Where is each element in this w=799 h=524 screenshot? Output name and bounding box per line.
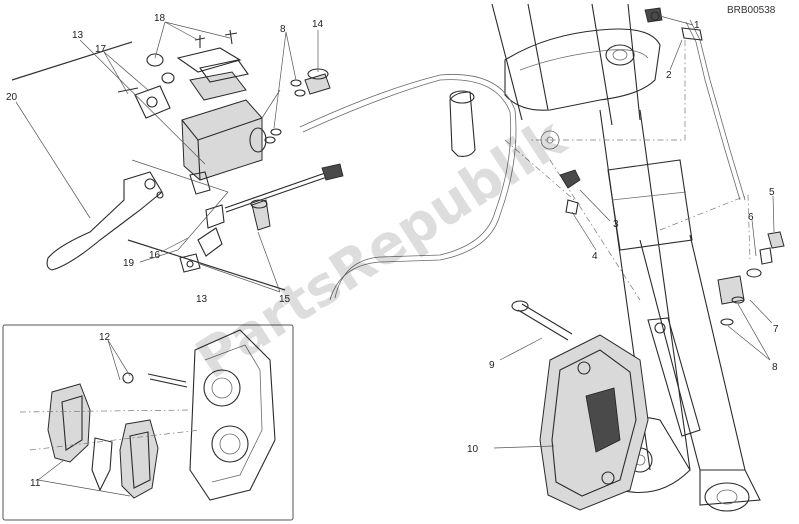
callout-20: 20 bbox=[6, 92, 18, 103]
callout-11: 11 bbox=[30, 478, 41, 489]
callout-12: 12 bbox=[99, 332, 111, 343]
grouping-lines bbox=[11, 39, 286, 291]
brake-hose bbox=[299, 19, 746, 301]
callout-10: 10 bbox=[467, 444, 479, 455]
callout-15: 15 bbox=[279, 294, 291, 305]
callout-9: 9 bbox=[489, 360, 495, 371]
callout-17: 17 bbox=[95, 44, 107, 55]
callout-8-right: 8 bbox=[772, 362, 778, 373]
callout-7: 7 bbox=[773, 324, 779, 335]
callout-5: 5 bbox=[769, 187, 775, 198]
hose-clamp-parts bbox=[559, 7, 703, 215]
callout-3: 3 bbox=[613, 219, 619, 230]
master-cylinder-assembly bbox=[46, 29, 344, 273]
brake-caliper bbox=[511, 300, 649, 511]
brake-pad-inset bbox=[2, 324, 294, 521]
callout-1: 1 bbox=[694, 20, 700, 31]
callout-4: 4 bbox=[592, 251, 598, 262]
callout-16: 16 bbox=[149, 250, 161, 261]
leader-lines bbox=[15, 15, 775, 497]
callout-19: 19 bbox=[123, 258, 135, 269]
callout-13-upper: 13 bbox=[72, 30, 84, 41]
callout-2: 2 bbox=[666, 70, 672, 81]
callout-13-lower: 13 bbox=[196, 294, 208, 305]
diagram-code: BRB00538 bbox=[727, 5, 776, 16]
callout-18: 18 bbox=[154, 13, 166, 24]
callout-6: 6 bbox=[748, 212, 754, 223]
callout-labels: 1 2 3 4 5 6 7 8 8 9 10 11 12 13 13 14 15… bbox=[6, 13, 779, 489]
banjo-bolt-group-right bbox=[717, 231, 785, 326]
callout-8-upper: 8 bbox=[280, 24, 286, 35]
callout-14: 14 bbox=[312, 19, 324, 30]
